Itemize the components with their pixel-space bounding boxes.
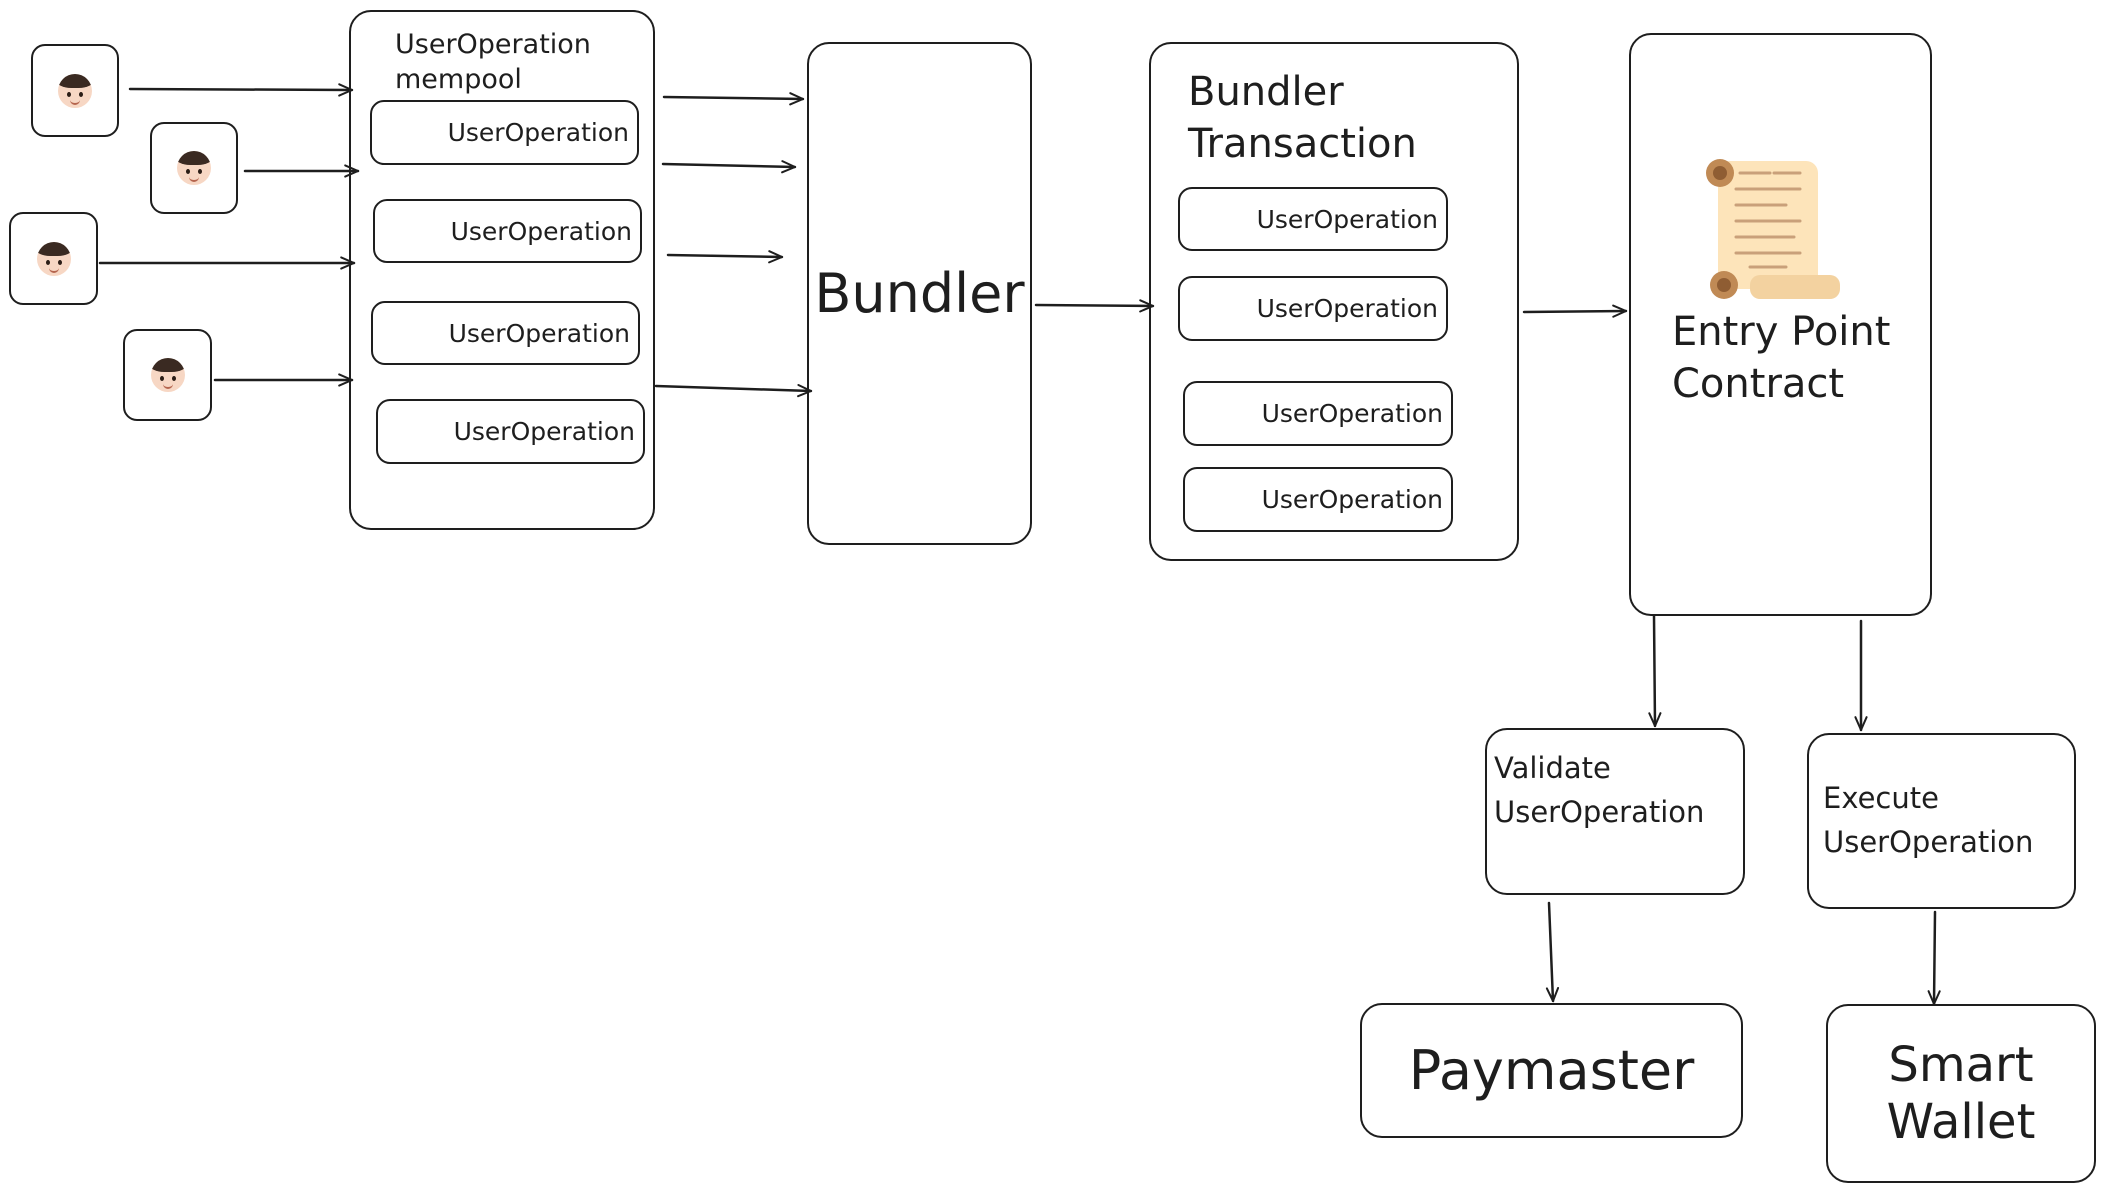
user-operation-label: UserOperation [1261, 399, 1443, 428]
entry-point-contract-label: Entry Point Contract [1672, 309, 1891, 407]
user-operation-label: UserOperation [1256, 204, 1438, 234]
user-avatar [9, 212, 98, 305]
arrow-entry-point-to-validate [1648, 614, 1662, 728]
paymaster-box: Paymaster [1360, 1003, 1743, 1138]
transaction-user-operation: UserOperation [1178, 187, 1448, 251]
arrow-execute-to-smart-wallet [1927, 910, 1941, 1006]
paymaster-label: Paymaster [1408, 1039, 1695, 1102]
bundler-transaction-title: Bundler Transaction [1188, 69, 1417, 167]
arrow-mempool-to-bundler [662, 92, 805, 106]
transaction-user-operation: UserOperation [1183, 381, 1453, 446]
user-avatar [150, 122, 238, 214]
bundler-label: Bundler [814, 262, 1025, 325]
smart-wallet-label: Smart Wallet [1886, 1036, 2036, 1150]
entry-point-contract-box [1629, 33, 1932, 616]
arrow-user-to-mempool [128, 83, 354, 97]
transaction-user-operation: UserOperation [1178, 276, 1448, 341]
transaction-user-operation: UserOperation [1183, 467, 1453, 532]
mempool-user-operation: UserOperation [376, 399, 645, 464]
smart-wallet-box: Smart Wallet [1826, 1004, 2096, 1183]
mempool-user-operation: UserOperation [371, 301, 640, 365]
mempool-user-operation: UserOperation [370, 100, 639, 165]
user-face-icon [58, 73, 92, 108]
mempool-user-operation: UserOperation [373, 199, 642, 263]
arrow-transaction-to-entry-point [1522, 304, 1628, 318]
arrow-bundler-to-transaction [1034, 299, 1155, 313]
validate-user-operation-label: Validate UserOperation [1494, 751, 1705, 829]
execute-user-operation-box [1807, 733, 2076, 909]
user-face-icon [177, 151, 211, 185]
scroll-icon [1706, 159, 1840, 299]
arrow-validate-to-paymaster [1545, 901, 1560, 1003]
mempool-title: UserOperation mempool [395, 29, 591, 95]
user-operation-label: UserOperation [453, 417, 635, 446]
user-face-icon [150, 358, 185, 392]
arrow-mempool-to-bundler [654, 383, 813, 398]
user-operation-label: UserOperation [448, 318, 630, 348]
user-avatar [123, 329, 212, 421]
arrow-mempool-to-bundler [661, 160, 797, 174]
arrow-mempool-to-bundler [666, 250, 784, 264]
user-operation-label: UserOperation [1256, 294, 1438, 323]
user-operation-label: UserOperation [447, 118, 629, 147]
user-avatar [31, 44, 119, 137]
bundler-box: Bundler [807, 42, 1032, 545]
user-face-icon [36, 241, 71, 276]
user-operation-label: UserOperation [1261, 485, 1443, 514]
execute-user-operation-label: Execute UserOperation [1823, 781, 2034, 859]
validate-user-operation-box [1485, 728, 1745, 895]
user-operation-label: UserOperation [450, 216, 632, 246]
